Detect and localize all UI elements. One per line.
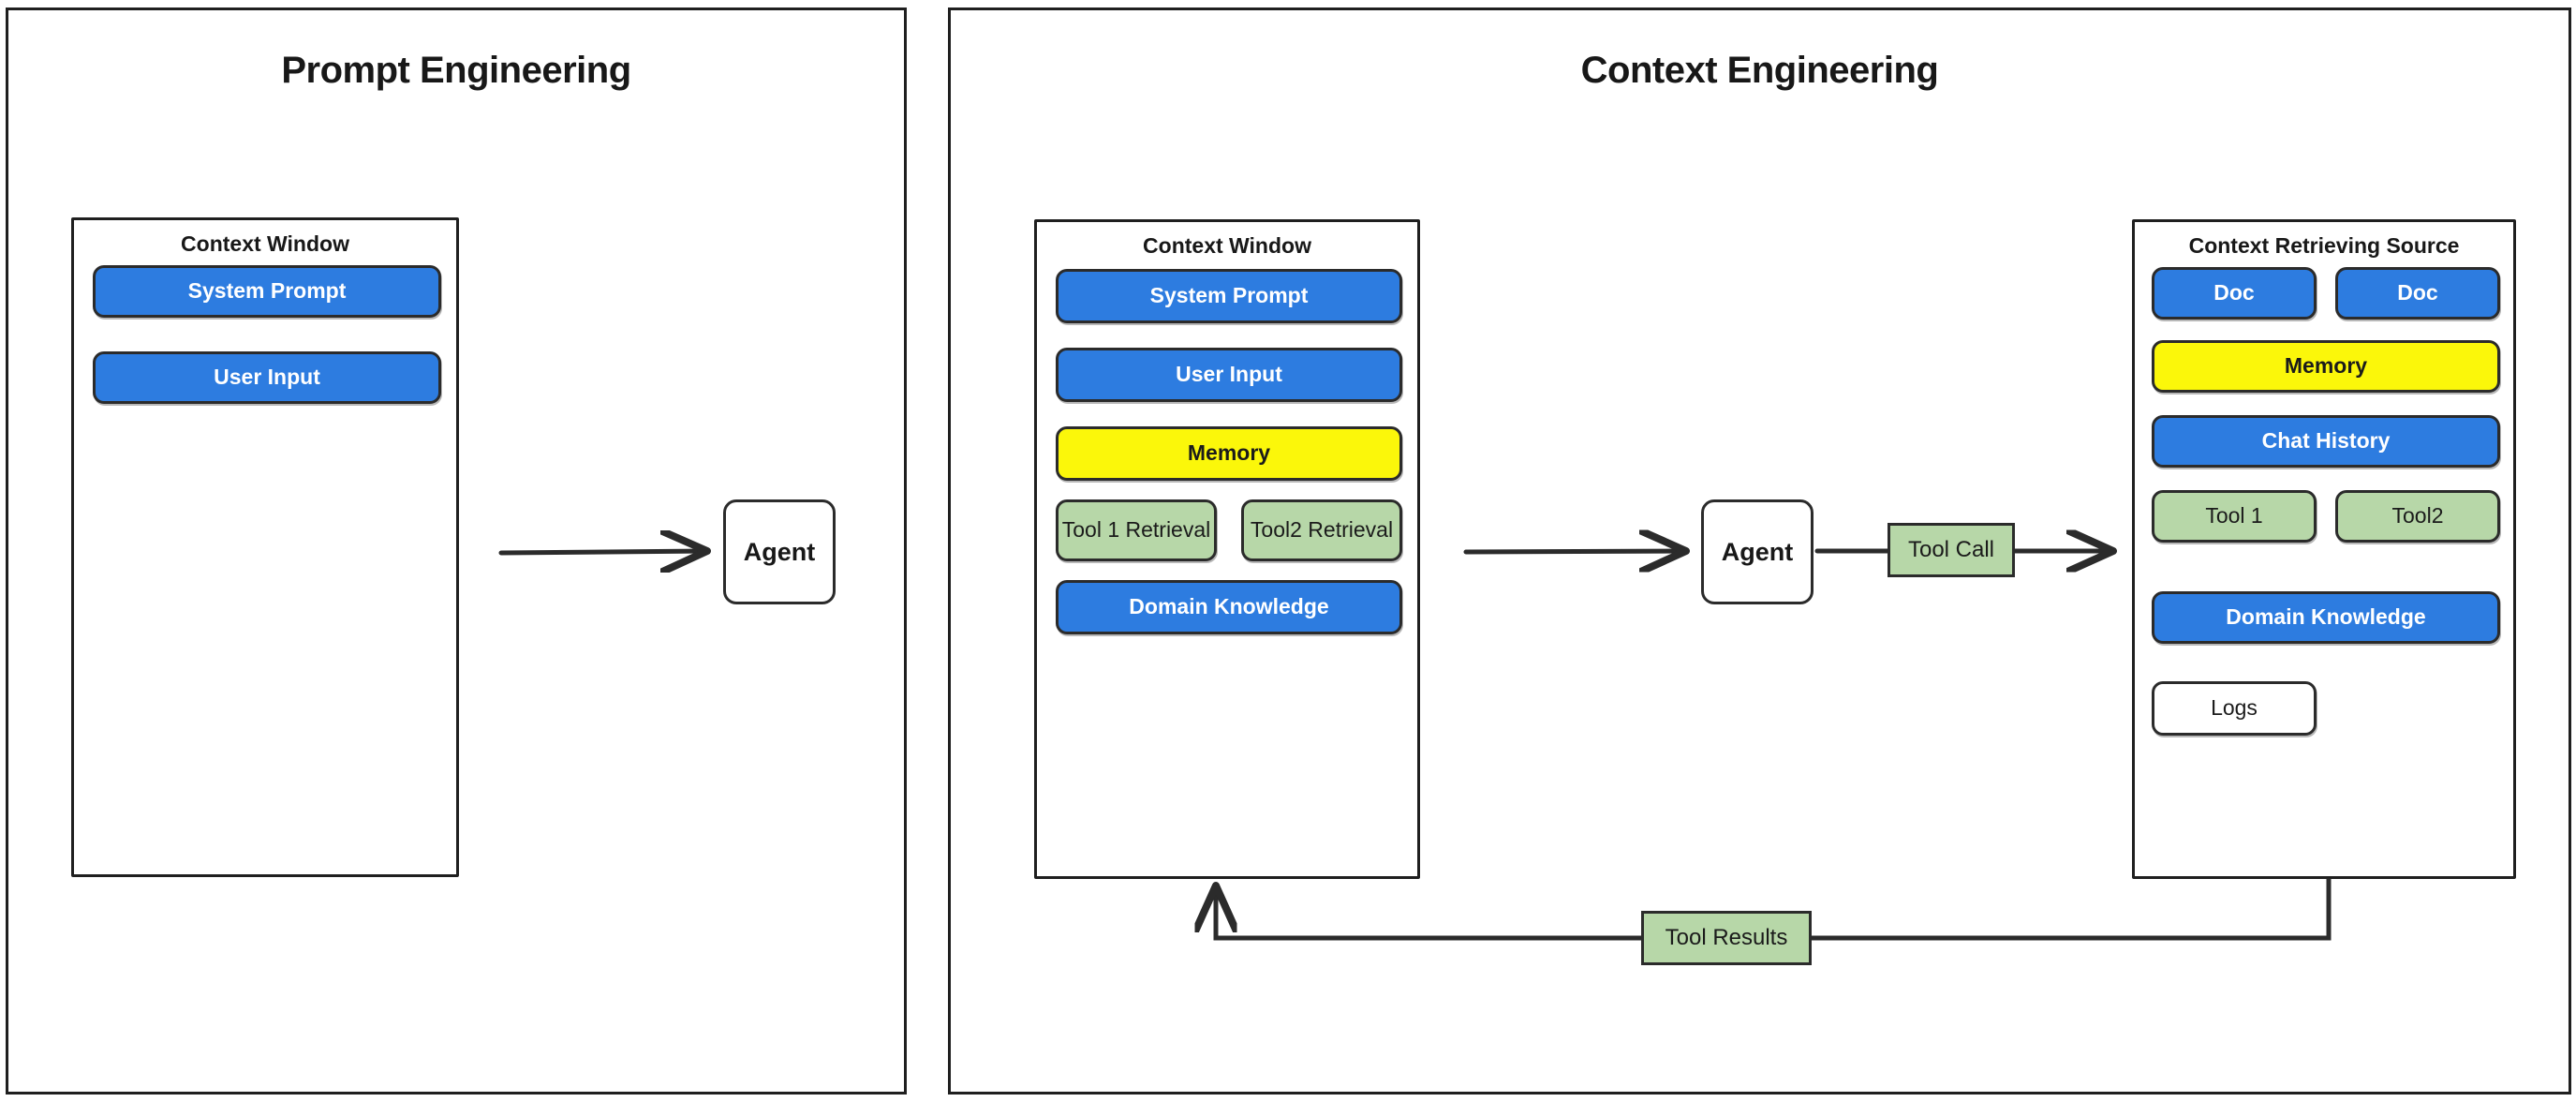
chip-domain-knowledge-source[interactable]: Domain Knowledge	[2152, 591, 2500, 644]
chip-memory-source[interactable]: Memory	[2152, 340, 2500, 393]
chip-user-input-right[interactable]: User Input	[1056, 348, 1402, 402]
panel-title-context-engineering: Context Engineering	[1580, 50, 1939, 91]
chip-doc-2[interactable]: Doc	[2335, 267, 2500, 320]
context-window-box-left: Context Window System Prompt User Input	[71, 217, 459, 877]
agent-box-right[interactable]: Agent	[1701, 499, 1814, 604]
chip-system-prompt-left[interactable]: System Prompt	[93, 265, 441, 318]
context-retrieving-source-box: Context Retrieving Source Doc Doc Memory…	[2132, 219, 2516, 879]
chip-tool1-source[interactable]: Tool 1	[2152, 490, 2317, 543]
agent-box-left[interactable]: Agent	[723, 499, 836, 604]
context-window-title-left: Context Window	[181, 231, 349, 256]
chip-tool2-retrieval[interactable]: Tool2 Retrieval	[1241, 499, 1402, 561]
chip-tool1-retrieval[interactable]: Tool 1 Retrieval	[1056, 499, 1217, 561]
context-retrieving-source-title: Context Retrieving Source	[2188, 233, 2460, 258]
chip-logs[interactable]: Logs	[2152, 681, 2317, 736]
chip-chat-history[interactable]: Chat History	[2152, 415, 2500, 468]
chip-user-input-left[interactable]: User Input	[93, 351, 441, 404]
tool-results-label[interactable]: Tool Results	[1641, 911, 1812, 965]
panel-title-prompt-engineering: Prompt Engineering	[281, 50, 631, 91]
chip-domain-knowledge-context-window[interactable]: Domain Knowledge	[1056, 580, 1402, 634]
context-window-title-right: Context Window	[1143, 233, 1311, 258]
tool-call-label[interactable]: Tool Call	[1888, 523, 2015, 577]
chip-memory-context-window[interactable]: Memory	[1056, 426, 1402, 481]
chip-doc-1[interactable]: Doc	[2152, 267, 2317, 320]
chip-tool2-source[interactable]: Tool2	[2335, 490, 2500, 543]
chip-system-prompt-right[interactable]: System Prompt	[1056, 269, 1402, 323]
context-window-box-right: Context Window System Prompt User Input …	[1034, 219, 1420, 879]
